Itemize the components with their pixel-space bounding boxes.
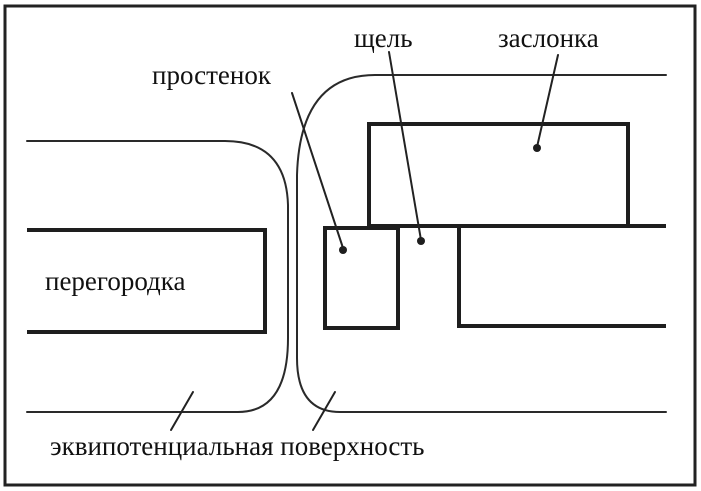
equipotential-leader-right <box>312 391 336 431</box>
shutter-block <box>367 122 630 228</box>
partition-label: перегородка <box>45 266 185 296</box>
wall-label: простенок <box>152 60 272 90</box>
partition-plate <box>27 228 267 334</box>
slit-leader <box>388 51 422 241</box>
shutter-leader <box>536 54 559 148</box>
right-plate <box>457 224 666 328</box>
equipotential-label: эквипотенциальная поверхность <box>50 431 424 461</box>
slit-label: щель <box>354 23 413 53</box>
equipotential-curve-right <box>296 74 667 413</box>
equipotential-curve-left <box>26 140 289 413</box>
shutter-label: заслонка <box>498 23 599 53</box>
slit-marker <box>417 237 425 245</box>
wall-block <box>323 226 400 330</box>
wall-marker <box>339 246 347 254</box>
shutter-marker <box>533 144 541 152</box>
equipotential-leader-left <box>170 391 194 431</box>
wall-leader <box>291 92 344 249</box>
figure-frame <box>3 4 697 487</box>
